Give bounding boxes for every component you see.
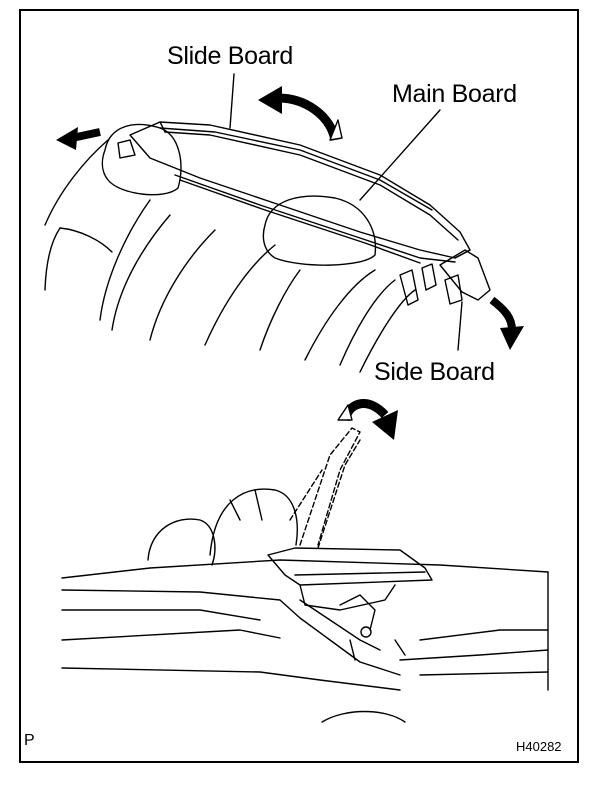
main-board [129,121,471,264]
rear-seats-bottom [147,488,298,566]
corner-letter: P [24,732,35,749]
arrow-left-icon [56,127,101,150]
headrest-left [101,123,182,196]
leader-side-board [457,301,463,351]
mechanism [299,594,406,661]
arrow-curved-up-icon [258,86,343,142]
headrest-center [262,195,377,266]
arrow-curved-fold-icon [337,399,398,440]
board-bottom [267,547,433,611]
car-body [61,559,549,723]
side-board [399,249,491,306]
label-slide-board: Slide Board [167,42,293,70]
label-main-board: Main Board [392,80,517,108]
rear-seats-top [44,139,416,373]
leader-slide-board [229,73,235,129]
figure-code: H40282 [516,739,562,754]
leader-main-board [359,109,441,201]
figure-frame [19,9,579,763]
arrow-down-icon [489,296,524,350]
label-side-board: Side Board [374,358,495,386]
folded-board-dashed [289,427,361,549]
